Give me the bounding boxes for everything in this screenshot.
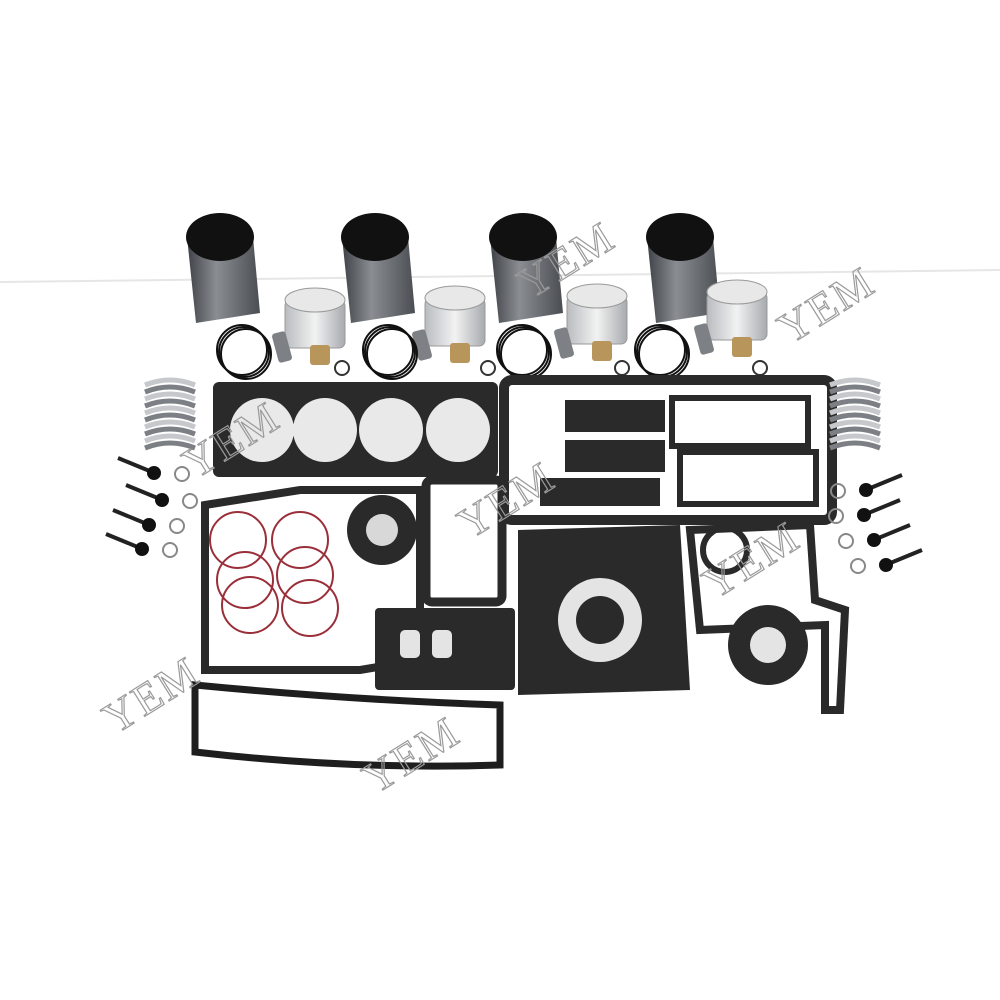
valve-seal — [135, 542, 149, 556]
liner-bore — [646, 213, 714, 261]
pin-bushing — [732, 337, 752, 357]
valve-washer — [838, 533, 854, 549]
circlip — [614, 360, 630, 376]
bearing-shell — [144, 398, 196, 409]
valve-cover-gasket — [191, 681, 504, 770]
piston-crown — [284, 287, 346, 313]
bearing-shell — [829, 405, 881, 416]
svg-text:YEM: YEM — [354, 707, 468, 804]
valve-washer — [830, 483, 846, 499]
bearing-shell — [829, 412, 881, 423]
liner-bore — [489, 213, 557, 261]
valves — [105, 456, 923, 574]
bearing-shell — [144, 384, 196, 395]
valve — [867, 473, 903, 491]
bearing-shell — [144, 391, 196, 402]
piston-ring — [362, 324, 414, 376]
bearing-shell — [144, 426, 196, 437]
circlip — [334, 360, 350, 376]
bearings — [144, 377, 881, 451]
oil-pan-gasket — [499, 375, 837, 525]
bearing-shell — [829, 391, 881, 402]
piston-ring — [220, 328, 272, 380]
bearing-shell — [144, 405, 196, 416]
bearing-shell — [829, 398, 881, 409]
valve-washer — [850, 558, 866, 574]
valve — [865, 498, 901, 516]
liner-bore — [186, 213, 254, 261]
valve-washer — [169, 518, 185, 534]
valve — [105, 532, 141, 550]
valve — [125, 483, 161, 501]
piston-crown — [566, 283, 628, 309]
piston-pin — [694, 323, 714, 355]
bearing-shell — [829, 419, 881, 430]
small-gaskets — [375, 475, 515, 690]
bearing-shell — [829, 384, 881, 395]
liner-bore — [341, 213, 409, 261]
piston-crown — [424, 285, 486, 311]
circlip — [752, 360, 768, 376]
valve-washer — [182, 493, 198, 509]
circlip — [480, 360, 496, 376]
bearing-shell — [829, 426, 881, 437]
pin-bushing — [310, 345, 330, 365]
valve — [117, 456, 153, 474]
piston-ring — [218, 326, 270, 378]
valve — [875, 523, 911, 541]
valve-seal — [155, 493, 169, 507]
bearing-shell — [829, 433, 881, 444]
valve-seal — [857, 508, 871, 522]
valve-washer — [174, 466, 190, 482]
bearing-shell — [144, 440, 196, 451]
valve — [112, 508, 148, 526]
valve-seal — [147, 466, 161, 480]
cylinder-liners — [186, 213, 720, 323]
bearing-shell — [144, 419, 196, 430]
pistons — [272, 279, 768, 365]
valve-seal — [867, 533, 881, 547]
bearing-shell — [829, 440, 881, 451]
bearing-shell — [144, 377, 196, 388]
valve-washer — [162, 542, 178, 558]
valve-washer — [828, 508, 844, 524]
piston-pin — [272, 331, 292, 363]
bearing-shell — [829, 377, 881, 388]
head-gasket — [213, 382, 498, 477]
pin-bushing — [592, 341, 612, 361]
bearing-shell — [144, 412, 196, 423]
piston-ring — [366, 328, 418, 380]
valve-seal — [859, 483, 873, 497]
rear-plate-gasket — [518, 520, 850, 714]
bearing-shell — [144, 433, 196, 444]
piston-ring — [364, 326, 416, 378]
valve — [887, 548, 923, 566]
svg-text:YEM: YEM — [94, 647, 208, 744]
piston-crown — [706, 279, 768, 305]
valve-seal — [142, 518, 156, 532]
pin-bushing — [450, 343, 470, 363]
piston-ring — [216, 324, 268, 376]
valve-seal — [879, 558, 893, 572]
piston-pin — [554, 327, 574, 359]
piston-ring — [500, 328, 552, 380]
piston-ring — [638, 328, 690, 380]
